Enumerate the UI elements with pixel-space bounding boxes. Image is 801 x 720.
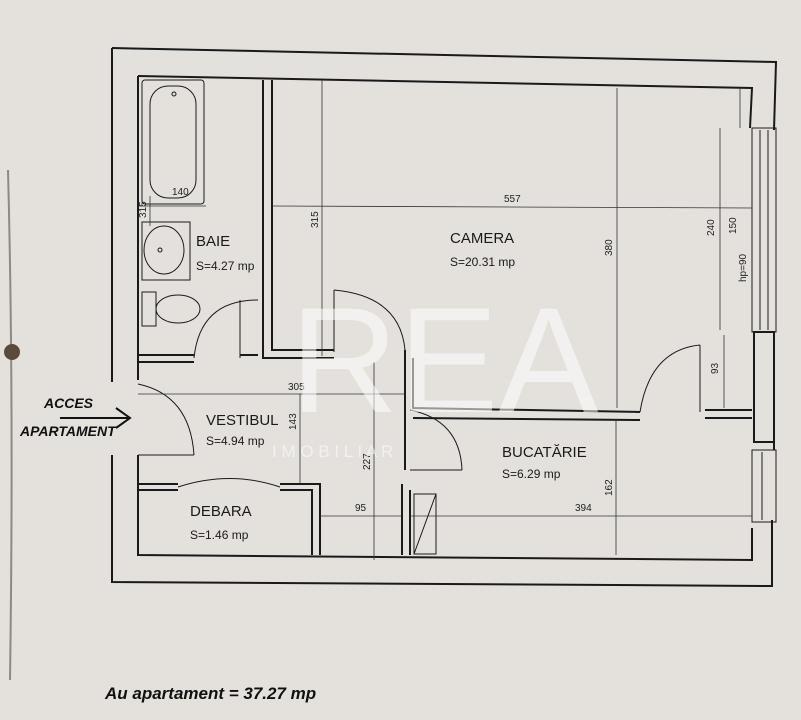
watermark-logo: REA — [290, 276, 598, 444]
dim-93: 93 — [710, 362, 721, 374]
bathtub — [141, 79, 205, 205]
watermark-tagline: I M O B I L I A R — [272, 442, 393, 461]
sink — [141, 221, 191, 281]
access-label-line2: APARTAMENT — [19, 423, 117, 439]
dim-315-camera: 315 — [310, 211, 321, 228]
room-baie-area: S=4.27 mp — [196, 259, 255, 273]
dim-315-baie: 315 — [138, 201, 149, 218]
dim-305: 305 — [288, 382, 305, 393]
interior-walls — [138, 80, 752, 555]
dim-hp: hp=90 — [738, 253, 749, 282]
doors — [137, 289, 701, 488]
room-vestibul-name: VESTIBUL — [206, 412, 279, 429]
dim-143: 143 — [288, 413, 299, 430]
dim-162: 162 — [604, 479, 615, 496]
binder-hole — [4, 344, 20, 360]
access-arrow — [60, 407, 132, 429]
kitchen-cabinet — [413, 493, 437, 555]
room-debara-area: S=1.46 mp — [190, 528, 249, 542]
room-vestibul-area: S=4.94 mp — [206, 434, 265, 448]
dim-557: 557 — [504, 194, 521, 205]
dim-150: 150 — [728, 217, 739, 234]
room-camera-area: S=20.31 mp — [450, 255, 515, 269]
dim-394: 394 — [575, 503, 592, 514]
total-area: Au apartament = 37.27 mp — [105, 684, 317, 703]
watermark: REA I M O B I L I A R — [272, 276, 598, 461]
dim-240: 240 — [706, 219, 717, 236]
dim-227: 227 — [362, 453, 373, 470]
dimension-lines — [138, 80, 753, 560]
dim-140: 140 — [172, 187, 189, 198]
room-baie-name: BAIE — [196, 233, 230, 250]
window — [751, 127, 777, 523]
room-bucatarie-area: S=6.29 mp — [502, 467, 561, 481]
toilet — [141, 291, 201, 327]
room-camera-name: CAMERA — [450, 230, 514, 247]
dim-380: 380 — [604, 239, 615, 256]
dim-95: 95 — [355, 503, 367, 514]
paper-edge — [7, 169, 13, 681]
room-debara-name: DEBARA — [190, 503, 252, 520]
room-bucatarie-name: BUCATĂRIE — [502, 444, 587, 461]
access-label-line1: ACCES — [43, 395, 94, 411]
